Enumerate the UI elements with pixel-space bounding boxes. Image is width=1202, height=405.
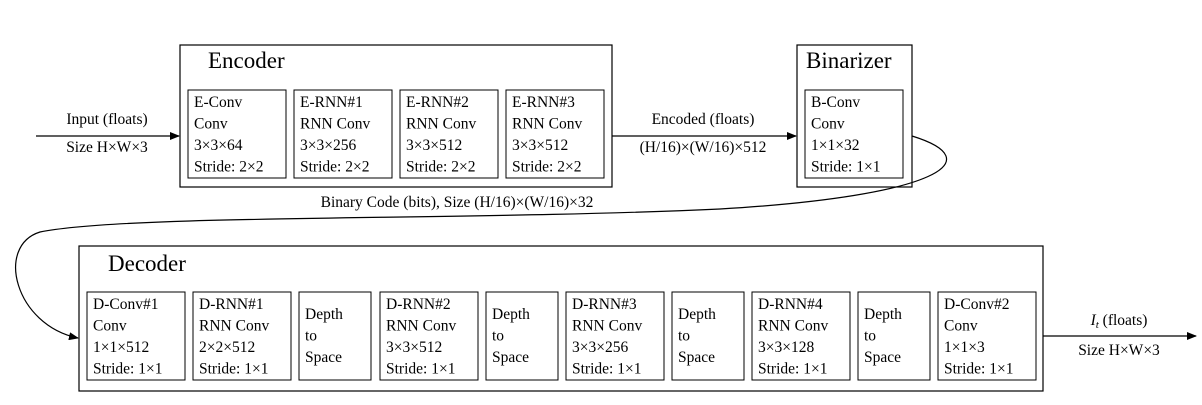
binarizer-frame — [796, 44, 913, 188]
encoder-block-1 — [187, 89, 287, 179]
decoder-block-8-line-1: D-RNN#4 — [758, 296, 823, 313]
binary-code-label: Binary Code (bits), Size (H/16)×(W/16)×3… — [321, 194, 594, 211]
decoder-block-4-line-4: Stride: 1×1 — [386, 361, 455, 378]
encoder-block-1-line-1: E-Conv — [194, 94, 242, 111]
encoder-block-3-line-2: RNN Conv — [406, 116, 476, 133]
binary-code-connector — [15, 135, 948, 341]
decoder-block-10 — [937, 291, 1037, 381]
encoder-block-4-line-1: E-RNN#3 — [512, 94, 575, 111]
decoder-block-4-line-1: D-RNN#2 — [386, 296, 451, 313]
decoder-title: Decoder — [108, 251, 186, 276]
encoder-block-3-line-4: Stride: 2×2 — [406, 159, 475, 176]
encoder-block-1-line-3: 3×3×64 — [194, 137, 243, 154]
decoder-block-3 — [298, 291, 372, 381]
decoder-frame — [78, 245, 1044, 392]
decoder-block-1-line-4: Stride: 1×1 — [93, 361, 162, 378]
decoder-block-3-line-2: to — [305, 328, 317, 345]
output-subscript: t — [1096, 319, 1100, 331]
decoder-block-4-line-3: 3×3×512 — [386, 339, 442, 356]
decoder-block-7-line-2: to — [678, 328, 690, 345]
decoder-block-10-line-3: 1×1×3 — [944, 339, 985, 356]
binarizer-block-1-line-1: B-Conv — [811, 94, 860, 111]
decoder-block-2-line-4: Stride: 1×1 — [199, 361, 268, 378]
encoded-size-label: (H/16)×(W/16)×512 — [640, 139, 767, 156]
decoder-block-4 — [379, 291, 479, 381]
decoder-block-8-line-2: RNN Conv — [758, 318, 828, 335]
output-floats: (floats) — [1099, 312, 1148, 329]
encoder-block-3-line-1: E-RNN#2 — [406, 94, 469, 111]
decoder-block-5-line-3: Space — [492, 349, 529, 366]
decoder-block-9-line-1: Depth — [864, 306, 902, 323]
encoder-block-4-line-4: Stride: 2×2 — [512, 159, 581, 176]
decoder-block-10-line-2: Conv — [944, 318, 978, 335]
decoder-block-8-line-3: 3×3×128 — [758, 339, 814, 356]
encoder-title: Encoder — [208, 48, 285, 73]
decoder-block-8-line-4: Stride: 1×1 — [758, 361, 827, 378]
encoder-frame — [179, 44, 613, 188]
decoder-block-1 — [86, 291, 186, 381]
decoder-block-6-line-2: RNN Conv — [572, 318, 642, 335]
decoder-block-6-line-1: D-RNN#3 — [572, 296, 637, 313]
encoder-block-2-line-4: Stride: 2×2 — [300, 159, 369, 176]
binarizer-block-1-line-2: Conv — [811, 116, 845, 133]
decoder-block-6 — [565, 291, 665, 381]
output-label: It (floats) — [1090, 312, 1148, 331]
binarizer-title: Binarizer — [806, 48, 892, 73]
decoder-block-3-line-3: Space — [305, 349, 342, 366]
decoder-block-3-line-1: Depth — [305, 306, 343, 323]
encoder-block-3-line-3: 3×3×512 — [406, 137, 462, 154]
encoder-block-2-line-2: RNN Conv — [300, 116, 370, 133]
decoder-block-1-line-2: Conv — [93, 318, 127, 335]
decoder-block-9-line-3: Space — [864, 349, 901, 366]
output-size-label: Size H×W×3 — [1078, 342, 1160, 359]
decoder-block-7 — [671, 291, 745, 381]
output-symbol: I — [1090, 312, 1097, 329]
decoder-block-9-line-2: to — [864, 328, 876, 345]
encoder-block-4 — [505, 89, 605, 179]
decoder-block-2 — [192, 291, 292, 381]
decoder-block-7-line-3: Space — [678, 349, 715, 366]
binarizer-block-1-line-4: Stride: 1×1 — [811, 159, 880, 176]
encoder-block-4-line-2: RNN Conv — [512, 116, 582, 133]
binarizer-block-1-line-3: 1×1×32 — [811, 137, 859, 154]
encoder-block-4-line-3: 3×3×512 — [512, 137, 568, 154]
decoder-block-5 — [485, 291, 559, 381]
binarizer-block-1 — [804, 89, 904, 179]
input-label: Input (floats) — [66, 111, 147, 128]
decoder-block-1-line-1: D-Conv#1 — [93, 296, 158, 313]
decoder-block-9 — [857, 291, 931, 381]
decoder-block-2-line-1: D-RNN#1 — [199, 296, 264, 313]
decoder-block-6-line-3: 3×3×256 — [572, 339, 628, 356]
encoder-block-1-line-2: Conv — [194, 116, 228, 133]
decoder-block-1-line-3: 1×1×512 — [93, 339, 149, 356]
decoder-block-5-line-1: Depth — [492, 306, 530, 323]
decoder-block-2-line-3: 2×2×512 — [199, 339, 255, 356]
decoder-block-10-line-1: D-Conv#2 — [944, 296, 1009, 313]
encoder-block-3 — [399, 89, 499, 179]
decoder-block-8 — [751, 291, 851, 381]
encoded-label: Encoded (floats) — [652, 111, 755, 128]
decoder-block-6-line-4: Stride: 1×1 — [572, 361, 641, 378]
input-size-label: Size H×W×3 — [66, 139, 148, 156]
decoder-block-10-line-4: Stride: 1×1 — [944, 361, 1013, 378]
decoder-block-7-line-1: Depth — [678, 306, 716, 323]
encoder-block-2-line-1: E-RNN#1 — [300, 94, 363, 111]
encoder-block-2-line-3: 3×3×256 — [300, 137, 356, 154]
decoder-block-2-line-2: RNN Conv — [199, 318, 269, 335]
decoder-block-5-line-2: to — [492, 328, 504, 345]
encoder-block-2 — [293, 89, 393, 179]
decoder-block-4-line-2: RNN Conv — [386, 318, 456, 335]
encoder-block-1-line-4: Stride: 2×2 — [194, 159, 263, 176]
